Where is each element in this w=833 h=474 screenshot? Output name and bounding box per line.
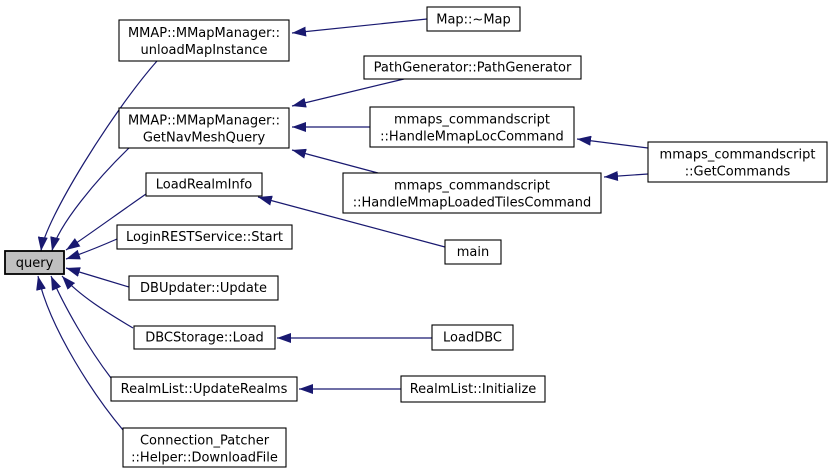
node-get-nav-mesh-query-box [118, 107, 290, 149]
node-get-nav-mesh-query-label-line1: MMAP::MMapManager:: [128, 114, 280, 129]
node-query[interactable]: query [4, 250, 65, 275]
edge-path-generator-to-get-nav-mesh-query [291, 78, 405, 108]
node-load-realm-info-label: LoadRealmInfo [156, 178, 253, 193]
edge-get-commands-to-handle-mmap-loaded-tiles-command [603, 171, 649, 182]
edge-load-realm-info-to-query [65, 193, 147, 251]
edge-main-to-load-realm-info [257, 195, 446, 248]
node-layer: MMAP::MMapManager:: unloadMapInstance Ma… [4, 6, 828, 468]
node-handle-mmap-loaded-tiles-command-label-line1: mmaps_commandscript [394, 179, 550, 194]
node-db-updater-update-label: DBUpdater::Update [140, 281, 267, 296]
node-get-nav-mesh-query-label-line2: GetNavMeshQuery [143, 131, 266, 146]
node-unload-map-instance-box [118, 19, 290, 62]
node-get-nav-mesh-query[interactable]: MMAP::MMapManager:: GetNavMeshQuery [118, 107, 290, 149]
node-load-dbc[interactable]: LoadDBC [431, 324, 514, 351]
node-map-destructor-box [426, 6, 521, 32]
node-path-generator[interactable]: PathGenerator::PathGenerator [363, 55, 582, 80]
node-main[interactable]: main [444, 239, 502, 265]
node-handle-mmap-loaded-tiles-command[interactable]: mmaps_commandscript ::HandleMmapLoadedTi… [342, 172, 602, 214]
node-get-commands[interactable]: mmaps_commandscript ::GetCommands [647, 141, 828, 183]
node-handle-mmap-loc-command-label-line2: ::HandleMmapLocCommand [380, 130, 564, 145]
node-realm-list-update-realms-label: RealmList::UpdateRealms [121, 382, 288, 397]
node-connection-patcher-download-file-label-line2: ::Helper::DownloadFile [131, 451, 278, 466]
edge-unload-map-instance-to-query [37, 60, 158, 252]
edge-handle-mmap-loaded-tiles-command-to-get-nav-mesh-query [291, 148, 379, 174]
edge-connection-patcher-download-file-to-query [36, 275, 124, 431]
node-path-generator-box [363, 55, 582, 80]
node-realm-list-update-realms[interactable]: RealmList::UpdateRealms [110, 376, 298, 402]
edge-realm-list-update-realms-to-query [50, 275, 112, 379]
node-connection-patcher-download-file-box [122, 427, 287, 468]
node-main-box [444, 239, 502, 265]
node-login-rest-service-start-box [116, 224, 293, 250]
node-login-rest-service-start-label: LoginRESTService::Start [126, 230, 283, 245]
node-main-label: main [457, 245, 489, 260]
edge-get-nav-mesh-query-to-query [50, 147, 130, 252]
node-handle-mmap-loc-command-box [369, 106, 575, 148]
edge-db-updater-update-to-query [65, 267, 130, 288]
node-map-destructor[interactable]: Map::~Map [426, 6, 521, 32]
node-realm-list-initialize-label: RealmList::Initialize [410, 382, 537, 397]
node-load-realm-info-box [145, 172, 263, 197]
node-load-realm-info[interactable]: LoadRealmInfo [145, 172, 263, 197]
edge-get-commands-to-handle-mmap-loc-command [576, 135, 649, 149]
node-unload-map-instance-label-line1: MMAP::MMapManager:: [128, 26, 280, 41]
node-dbc-storage-load-label: DBCStorage::Load [145, 331, 264, 346]
edge-dbc-storage-load-to-query [61, 275, 134, 329]
node-handle-mmap-loaded-tiles-command-label-line2: ::HandleMmapLoadedTilesCommand [353, 196, 592, 211]
node-unload-map-instance[interactable]: MMAP::MMapManager:: unloadMapInstance [118, 19, 290, 62]
node-dbc-storage-load-box [133, 325, 276, 350]
node-handle-mmap-loc-command[interactable]: mmaps_commandscript ::HandleMmapLocComma… [369, 106, 575, 148]
node-db-updater-update[interactable]: DBUpdater::Update [128, 275, 279, 301]
node-handle-mmap-loc-command-label-line1: mmaps_commandscript [394, 113, 550, 128]
node-query-label: query [16, 256, 54, 271]
node-get-commands-box [647, 141, 828, 183]
node-handle-mmap-loaded-tiles-command-box [342, 172, 602, 214]
edge-login-rest-service-start-to-query [65, 238, 118, 260]
node-connection-patcher-download-file[interactable]: Connection_Patcher ::Helper::DownloadFil… [122, 427, 287, 468]
node-get-commands-label-line1: mmaps_commandscript [660, 148, 816, 163]
node-unload-map-instance-label-line2: unloadMapInstance [141, 43, 268, 58]
node-query-box [4, 250, 65, 275]
node-connection-patcher-download-file-label-line1: Connection_Patcher [140, 434, 270, 449]
edge-map-destructor-to-unload-map-instance [291, 18, 428, 37]
node-login-rest-service-start[interactable]: LoginRESTService::Start [116, 224, 293, 250]
node-realm-list-update-realms-box [110, 376, 298, 402]
node-load-dbc-box [431, 324, 514, 351]
node-get-commands-label-line2: ::GetCommands [685, 165, 791, 180]
node-map-destructor-label: Map::~Map [436, 13, 511, 28]
edge-layer [36, 18, 649, 431]
node-load-dbc-label: LoadDBC [443, 331, 502, 346]
node-db-updater-update-box [128, 275, 279, 301]
node-dbc-storage-load[interactable]: DBCStorage::Load [133, 325, 276, 350]
node-realm-list-initialize-box [400, 375, 546, 403]
node-realm-list-initialize[interactable]: RealmList::Initialize [400, 375, 546, 403]
node-path-generator-label: PathGenerator::PathGenerator [374, 61, 572, 76]
